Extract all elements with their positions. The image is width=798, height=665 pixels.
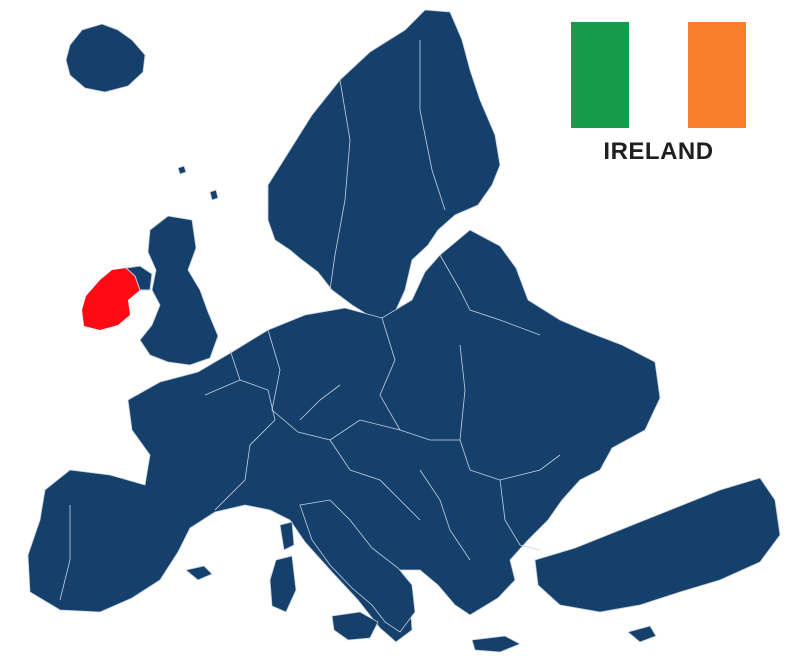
flag-band-orange bbox=[687, 22, 746, 128]
continental-europe[interactable] bbox=[27, 229, 661, 643]
italy[interactable] bbox=[299, 499, 416, 633]
ireland-highlight[interactable] bbox=[82, 268, 140, 330]
balearic-islands[interactable] bbox=[185, 565, 213, 581]
northern-ireland[interactable] bbox=[124, 265, 153, 291]
corsica[interactable] bbox=[279, 521, 295, 551]
ireland-flag bbox=[571, 22, 746, 128]
country-borders bbox=[59, 40, 561, 601]
europe-landmass bbox=[27, 9, 781, 653]
country-name-label: IRELAND bbox=[603, 138, 714, 165]
iceland[interactable] bbox=[65, 23, 146, 93]
great-britain[interactable] bbox=[139, 215, 219, 366]
flag-band-green bbox=[571, 22, 630, 128]
sicily[interactable] bbox=[331, 611, 379, 641]
crete[interactable] bbox=[471, 635, 521, 653]
sardinia[interactable] bbox=[269, 555, 297, 613]
turkey[interactable] bbox=[534, 477, 781, 613]
scandinavia[interactable] bbox=[267, 9, 501, 319]
cyprus[interactable] bbox=[627, 625, 657, 643]
faroe-islands[interactable] bbox=[177, 165, 187, 175]
flag-band-white bbox=[629, 22, 688, 128]
shetland-islands[interactable] bbox=[209, 189, 219, 201]
